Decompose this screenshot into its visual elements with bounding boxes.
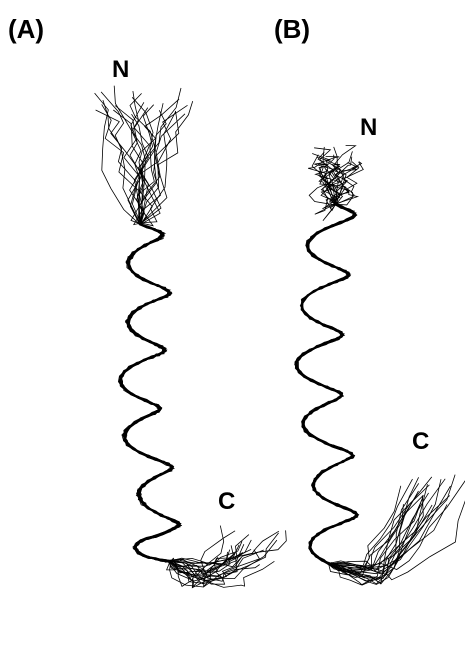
panel-b-c-terminus-label: C <box>412 430 429 454</box>
panel-a-backbone-ensemble <box>95 86 287 588</box>
panel-b-model-trace <box>295 157 451 570</box>
panel-a-model-trace <box>120 111 260 587</box>
panel-a-model-trace <box>121 99 277 584</box>
panel-b-backbone-ensemble <box>295 146 465 586</box>
panel-b-model-trace <box>296 164 413 566</box>
panel-b-model-trace <box>296 166 465 570</box>
panel-b-model-trace <box>295 146 424 585</box>
panel-a-model-trace <box>120 114 218 586</box>
panel-a-model-trace <box>95 93 279 564</box>
panel-b-model-trace <box>297 163 450 578</box>
panel-b-model-trace <box>295 163 427 574</box>
panel-b-model-trace <box>297 165 442 573</box>
panel-a-c-terminus-label: C <box>218 490 235 514</box>
panel-a-model-trace <box>120 102 234 575</box>
panel-a-model-trace <box>103 100 228 586</box>
panel-b-model-trace <box>296 154 423 572</box>
panel-a-model-trace <box>120 101 224 579</box>
panel-b-model-trace <box>295 147 428 584</box>
panel-b-label: (B) <box>274 16 310 42</box>
panel-b-model-trace <box>297 162 432 581</box>
panel-a-model-trace <box>102 104 260 576</box>
panel-a-n-terminus-label: N <box>112 58 129 82</box>
panel-b-n-terminus-label: N <box>360 116 377 140</box>
panel-a-model-trace <box>119 110 242 586</box>
panel-b-model-trace <box>295 157 447 586</box>
panel-a-label: (A) <box>8 16 44 42</box>
panel-a-model-trace <box>115 106 235 578</box>
panel-b-model-trace <box>297 147 419 575</box>
panel-b-model-trace <box>297 152 432 572</box>
panel-b-model-trace <box>296 162 456 569</box>
